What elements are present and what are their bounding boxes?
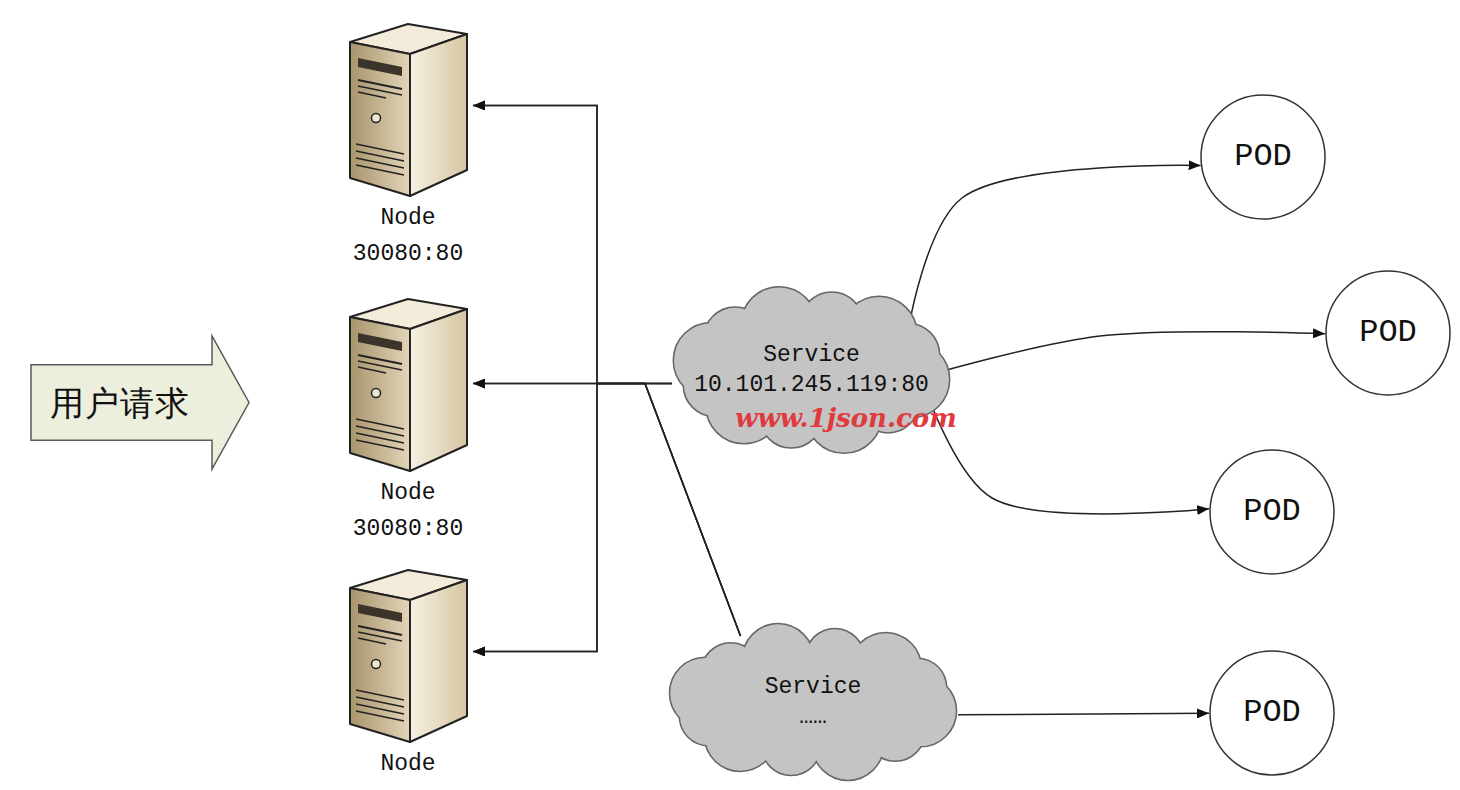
request-arrow: 用户请求 <box>30 335 250 470</box>
connector <box>909 165 1200 325</box>
node-detail: 30080:80 <box>353 515 463 543</box>
node-title: Node <box>380 204 435 232</box>
node-detail: 30080:80 <box>353 240 463 268</box>
pod-circle: POD <box>1325 270 1451 396</box>
node-title: POD <box>1243 694 1301 732</box>
connector <box>473 384 741 636</box>
node-title: POD <box>1234 138 1292 176</box>
node-title: Service <box>763 340 860 370</box>
connector <box>473 384 741 652</box>
connector <box>473 105 672 383</box>
connector <box>958 713 1209 714</box>
node-title: POD <box>1359 314 1417 352</box>
server-node: Node 30080:80 <box>343 295 473 543</box>
connector <box>929 397 1209 514</box>
pod-circle: POD <box>1209 449 1335 575</box>
server-node: Node 30080:80 <box>343 20 473 268</box>
pod-circle: POD <box>1209 650 1335 776</box>
node-title: Node <box>380 479 435 507</box>
cloud-outline <box>668 622 958 782</box>
service-cloud: Service…… <box>668 622 958 782</box>
connector <box>929 332 1325 375</box>
connector <box>473 384 672 652</box>
node-title: Service <box>765 672 862 702</box>
node-title: Node <box>380 750 435 778</box>
server-node: Node <box>343 566 473 778</box>
watermark: www.1json.com <box>735 403 957 433</box>
node-title: 用户请求 <box>50 383 190 423</box>
server-icon <box>346 295 471 473</box>
node-title: POD <box>1243 493 1301 531</box>
pod-circle: POD <box>1200 94 1326 220</box>
node-detail: 10.101.245.119:80 <box>694 370 929 400</box>
server-icon <box>346 20 471 198</box>
node-detail: …… <box>799 702 827 732</box>
server-icon <box>346 566 471 744</box>
